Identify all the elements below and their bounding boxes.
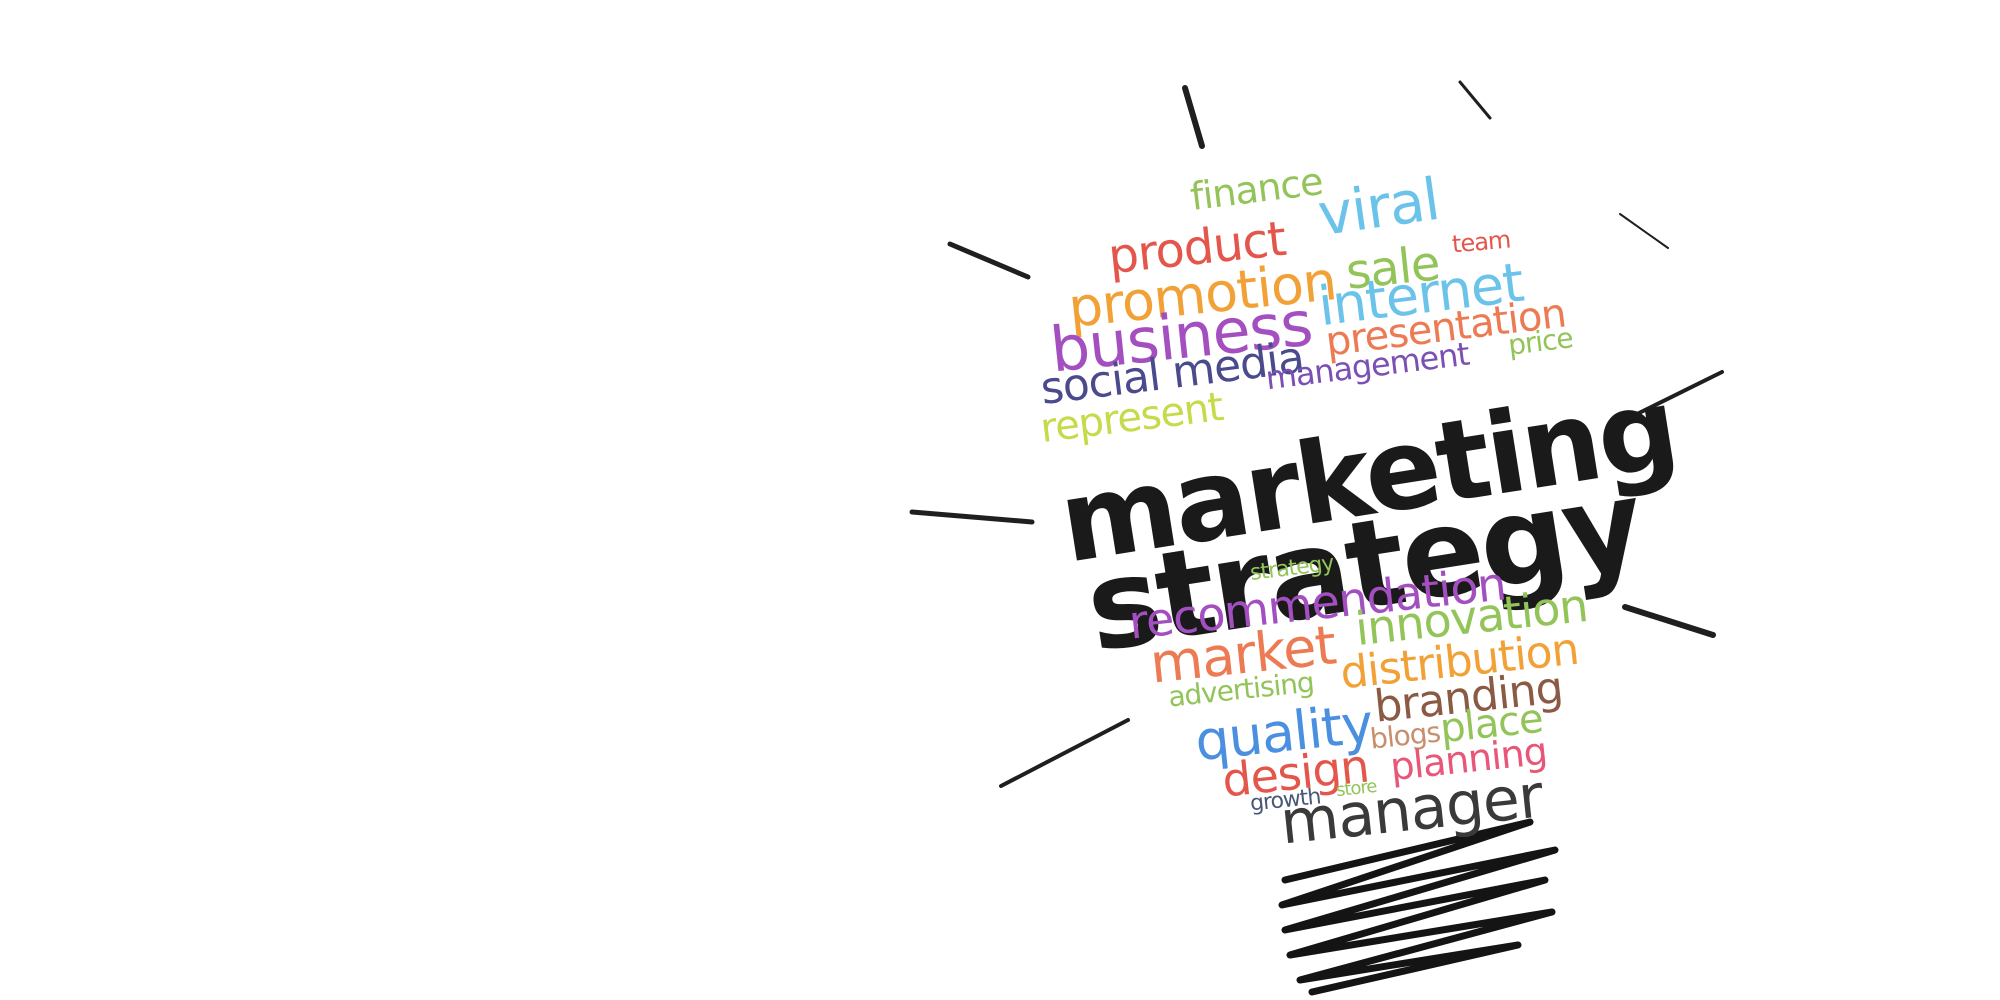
ray-line <box>909 509 1035 525</box>
ray-line <box>1182 85 1205 149</box>
ray-line <box>1619 213 1669 249</box>
ray-line <box>1458 80 1492 120</box>
ray-line <box>1635 370 1724 416</box>
bulb-base-scribble <box>1278 818 1559 996</box>
ray-line <box>1622 604 1716 638</box>
ray-line <box>999 718 1130 788</box>
word-price: price <box>1506 321 1575 362</box>
ray-line <box>947 241 1031 280</box>
word-viral: viral <box>1313 164 1444 250</box>
